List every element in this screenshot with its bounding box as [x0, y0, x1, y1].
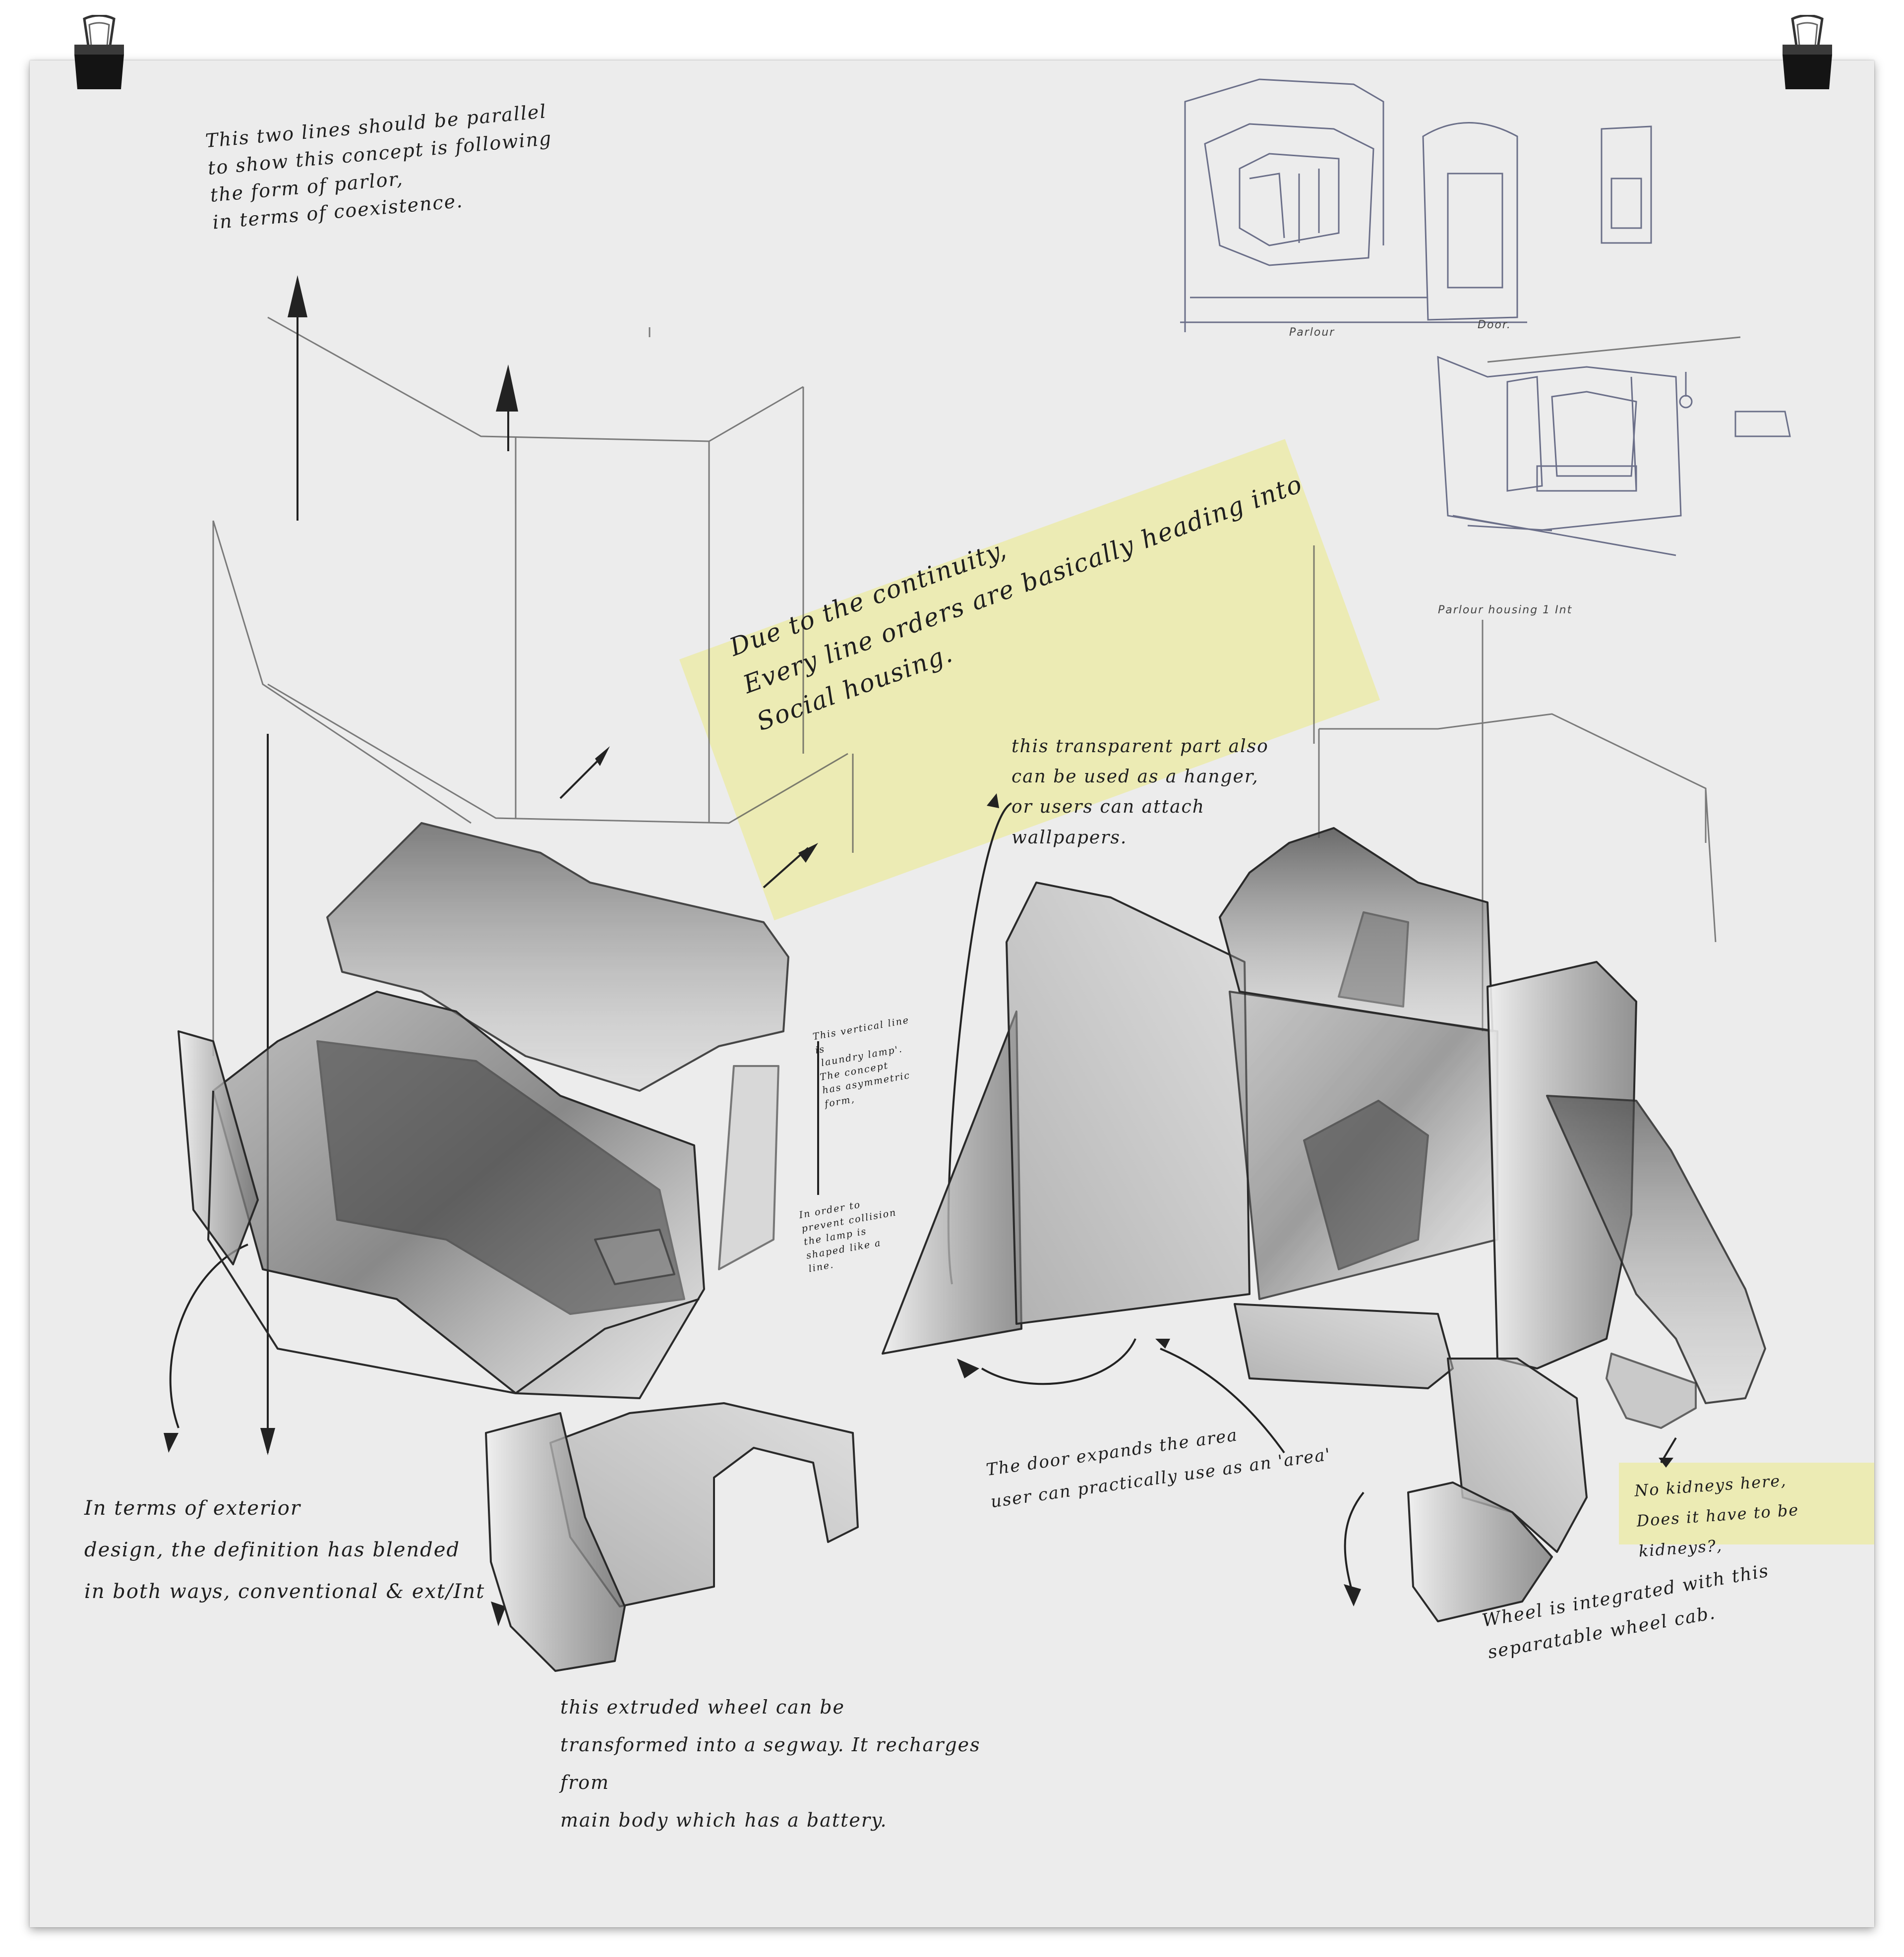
note-kidneys: No kidneys here, Does it have to be kidn…	[1633, 1471, 1800, 1561]
sticky-note-kidneys	[1619, 1463, 1874, 1544]
label-interior: Parlour housing 1 Int	[1438, 604, 1573, 616]
arrowheads	[164, 275, 1673, 1626]
label-parlour: Parlour	[1289, 326, 1335, 339]
note-vertical-line: This vertical line is 'laundry lamp'. Th…	[812, 1014, 911, 1110]
note-transparent-part: this transparent part also can be used a…	[1012, 736, 1269, 848]
note-exterior-design: In terms of exterior design, the definit…	[84, 1497, 485, 1603]
label-door: Door.	[1478, 319, 1511, 331]
binder-clip-left-icon	[74, 15, 124, 89]
note-wheel-segway: this extruded wheel can be transformed i…	[560, 1696, 981, 1831]
left-unit	[178, 822, 859, 1672]
construction-lines	[212, 316, 1741, 1056]
binder-clip-right-icon	[1783, 15, 1832, 89]
parlour-door-sketch	[1180, 78, 1791, 556]
right-unit	[882, 827, 1766, 1622]
